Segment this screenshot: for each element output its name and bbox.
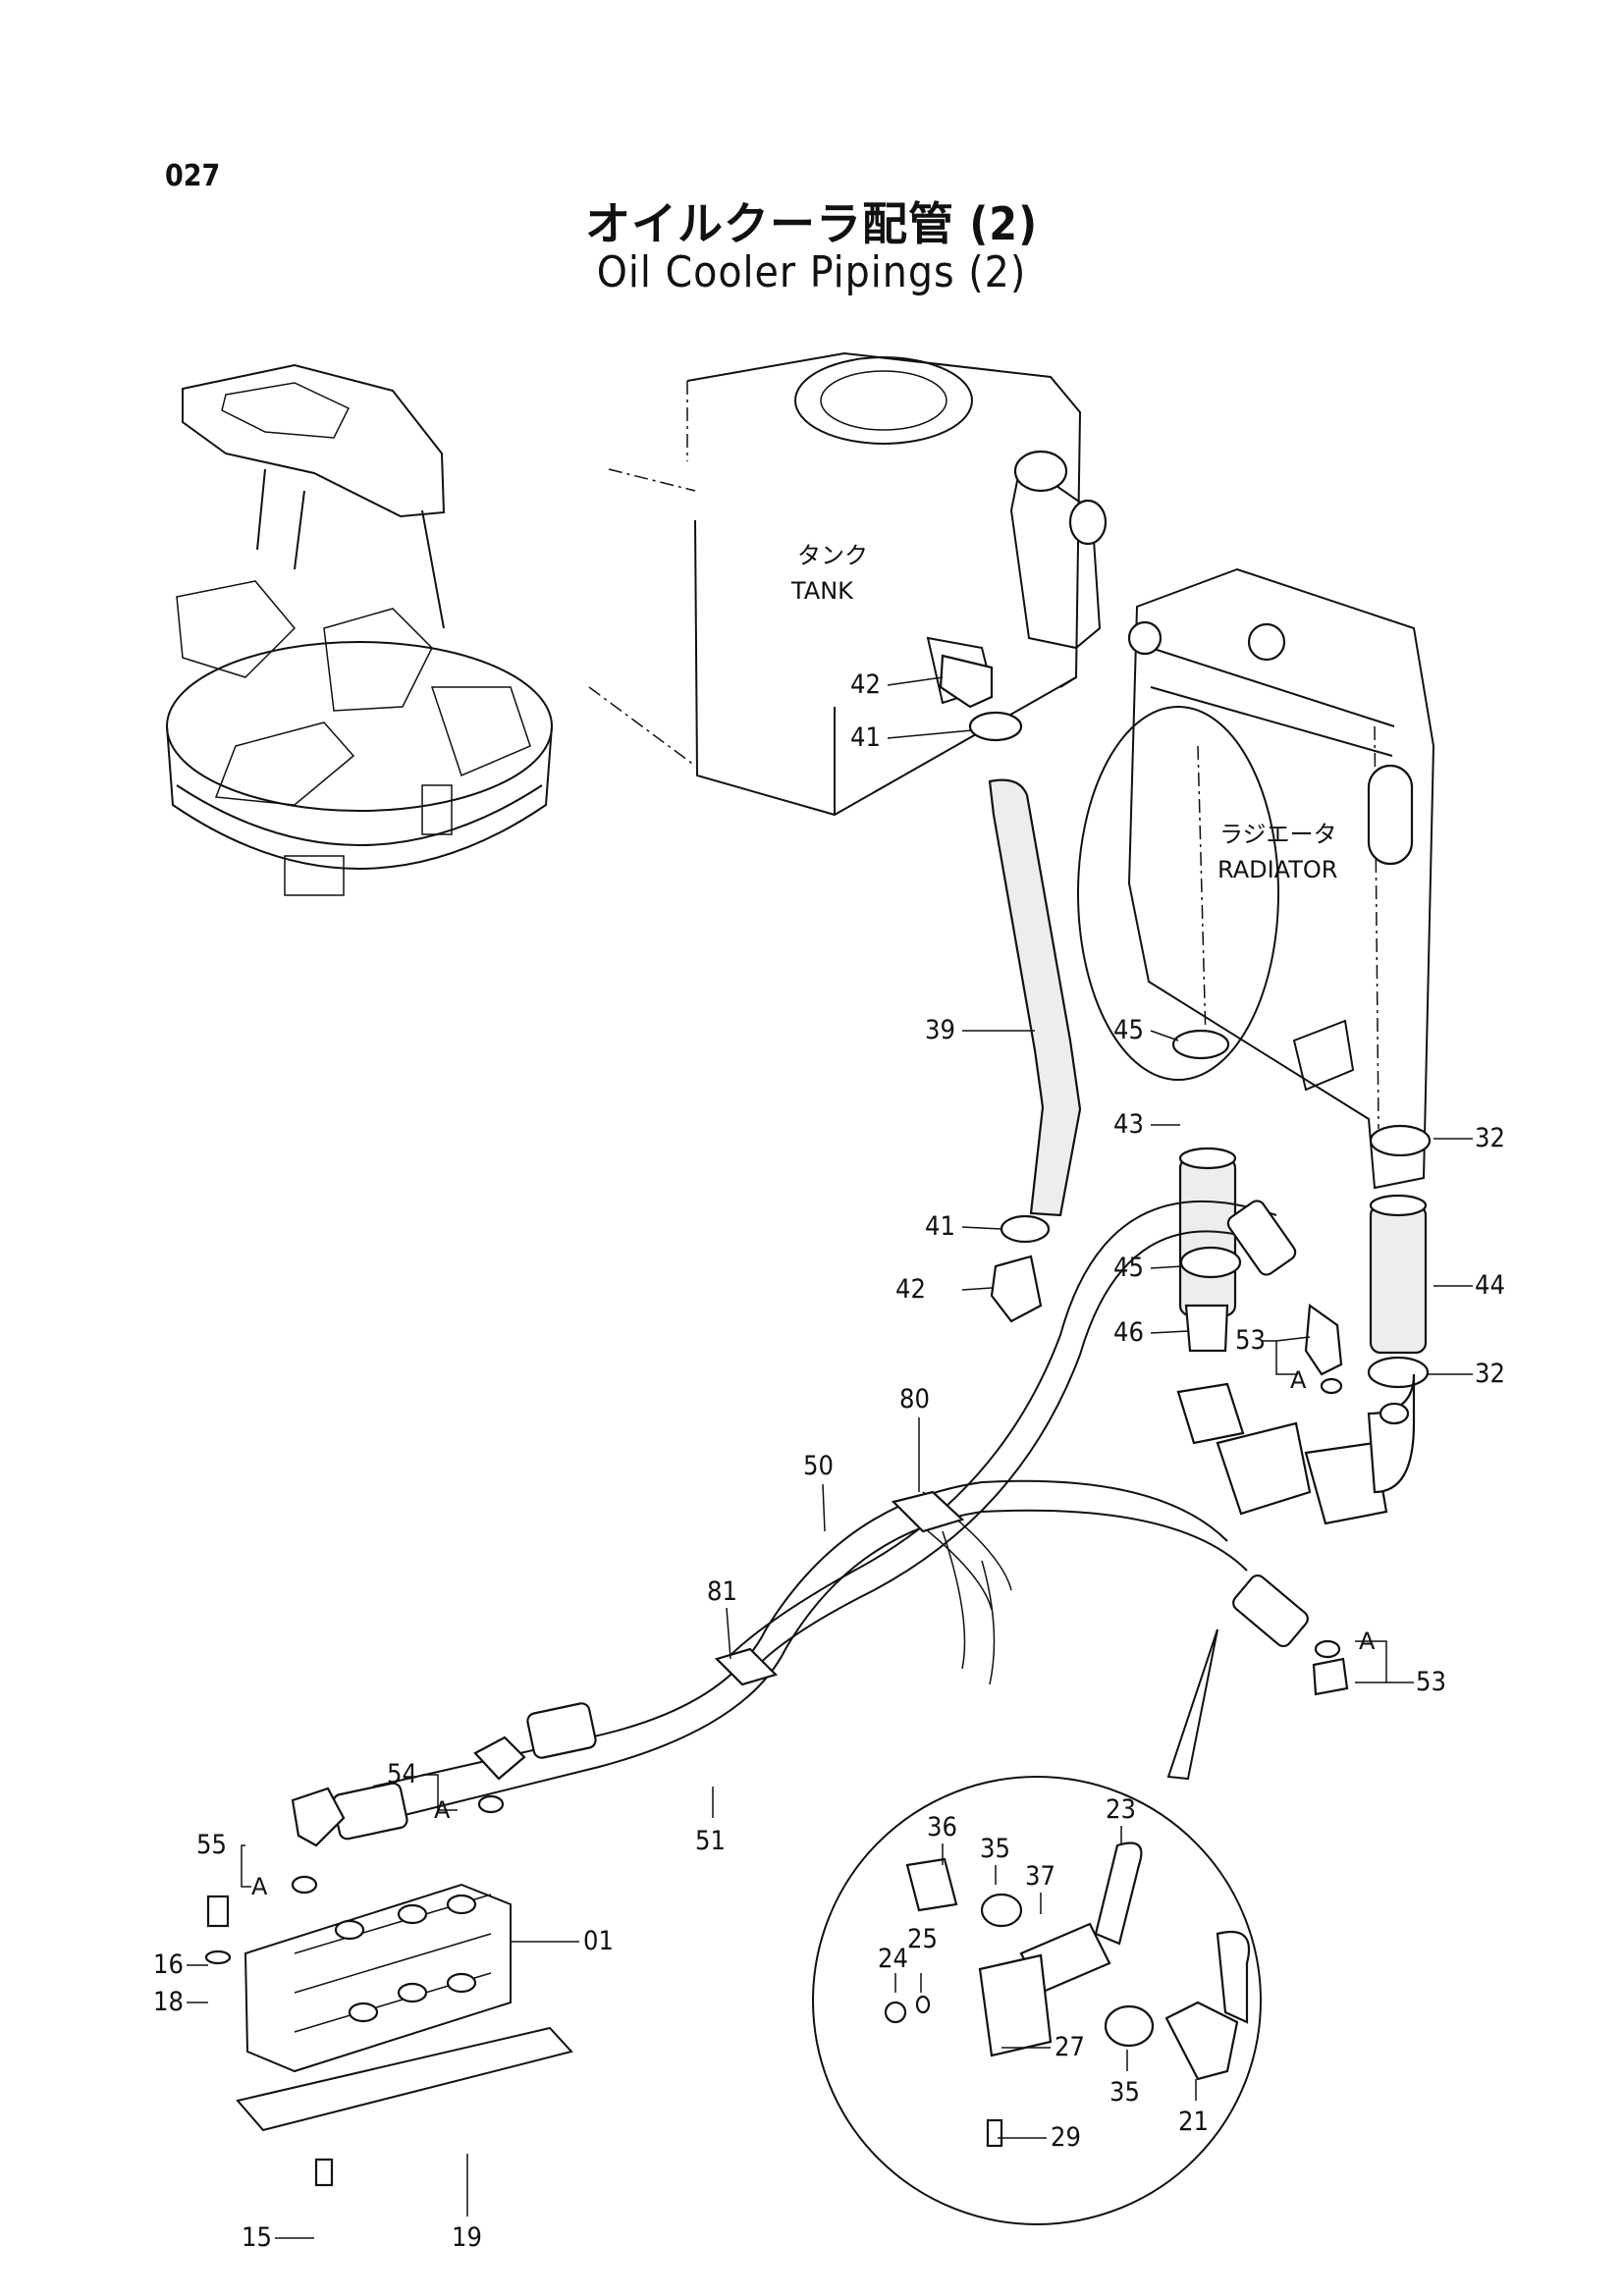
connection-mark-a: A — [1359, 1628, 1376, 1655]
connection-mark-a: A — [434, 1796, 451, 1824]
part-number-callouts: 42 41 39 41 42 45 43 45 46 53 32 44 32 8… — [153, 669, 1505, 2253]
callout-part-number: 51 — [695, 1826, 726, 1856]
radiator-label-en: RADIATOR — [1217, 856, 1337, 883]
machine-overview-illustration — [166, 363, 553, 896]
callout-part-number: 36 — [927, 1812, 957, 1842]
callout-part-number: 21 — [1178, 2107, 1209, 2137]
hose-51 — [372, 1479, 1248, 1819]
clamp-band-81 — [714, 1647, 779, 1686]
callout-part-number: 46 — [1113, 1317, 1144, 1348]
callout-part-number: 29 — [1051, 2122, 1081, 2153]
callout-part-number: 43 — [1113, 1109, 1144, 1140]
callout-part-number: 45 — [1113, 1015, 1144, 1045]
page-number: 027 — [165, 159, 221, 193]
connection-mark-a: A — [251, 1873, 268, 1900]
clamp-band-80 — [891, 1490, 965, 1533]
callout-part-number: 42 — [850, 669, 881, 700]
callout-part-number: 32 — [1475, 1359, 1505, 1389]
hoses-and-pipes — [332, 778, 1428, 1841]
callout-part-number: 55 — [196, 1830, 227, 1860]
connection-mark-a: A — [1290, 1366, 1307, 1394]
detail-view-circle — [812, 1629, 1262, 2225]
callout-part-number: 45 — [1113, 1253, 1144, 1283]
callout-part-number: 37 — [1025, 1861, 1055, 1892]
radiator-label-jp: ラジエータ — [1219, 821, 1337, 848]
component-notes: タンク TANK ラジエータ RADIATOR A A A A — [251, 542, 1376, 1900]
callout-part-number: 81 — [707, 1576, 737, 1607]
callout-part-number: 50 — [803, 1451, 834, 1481]
hose-43 — [1178, 1156, 1237, 1317]
leader-lines — [187, 676, 1473, 2239]
callout-part-number: 80 — [899, 1384, 930, 1415]
callout-part-number: 39 — [925, 1015, 955, 1045]
tank-label-en: TANK — [790, 577, 854, 605]
callout-part-number: 35 — [1109, 2077, 1140, 2108]
callout-part-number: 44 — [1475, 1270, 1505, 1301]
callout-part-number: 42 — [895, 1274, 926, 1305]
callout-part-number: 24 — [878, 1944, 908, 1974]
callout-part-number: 54 — [387, 1759, 417, 1789]
callout-part-number: 01 — [583, 1926, 614, 1956]
hose-50 — [726, 1200, 1277, 1680]
callout-part-number: 19 — [452, 2222, 482, 2253]
callout-part-number: 25 — [907, 1924, 938, 1954]
callout-part-number: 23 — [1106, 1794, 1136, 1825]
hose-44 — [1369, 1203, 1428, 1355]
control-valve-assembly — [204, 1883, 573, 2187]
callout-part-number: 41 — [925, 1211, 955, 1242]
title-japanese: オイルクーラ配管 (2) — [584, 197, 1039, 250]
callout-part-number: 32 — [1475, 1123, 1505, 1153]
radiator-illustration — [1077, 567, 1435, 1190]
callout-part-number: 18 — [153, 1987, 184, 2017]
tank-label-jp: タンク — [797, 542, 868, 569]
tank-illustration — [588, 351, 1108, 817]
fittings-and-clamps — [291, 654, 1432, 1895]
callout-part-number: 15 — [242, 2222, 272, 2253]
callout-part-number: 35 — [980, 1834, 1010, 1864]
hose-39 — [988, 778, 1082, 1217]
callout-part-number: 16 — [153, 1949, 184, 1980]
callout-part-number: 41 — [850, 722, 881, 753]
callout-part-number: 27 — [1055, 2032, 1085, 2062]
callout-part-number: 53 — [1235, 1325, 1266, 1356]
callout-part-number: 53 — [1416, 1667, 1446, 1697]
title-english: Oil Cooler Pipings (2) — [596, 247, 1027, 297]
